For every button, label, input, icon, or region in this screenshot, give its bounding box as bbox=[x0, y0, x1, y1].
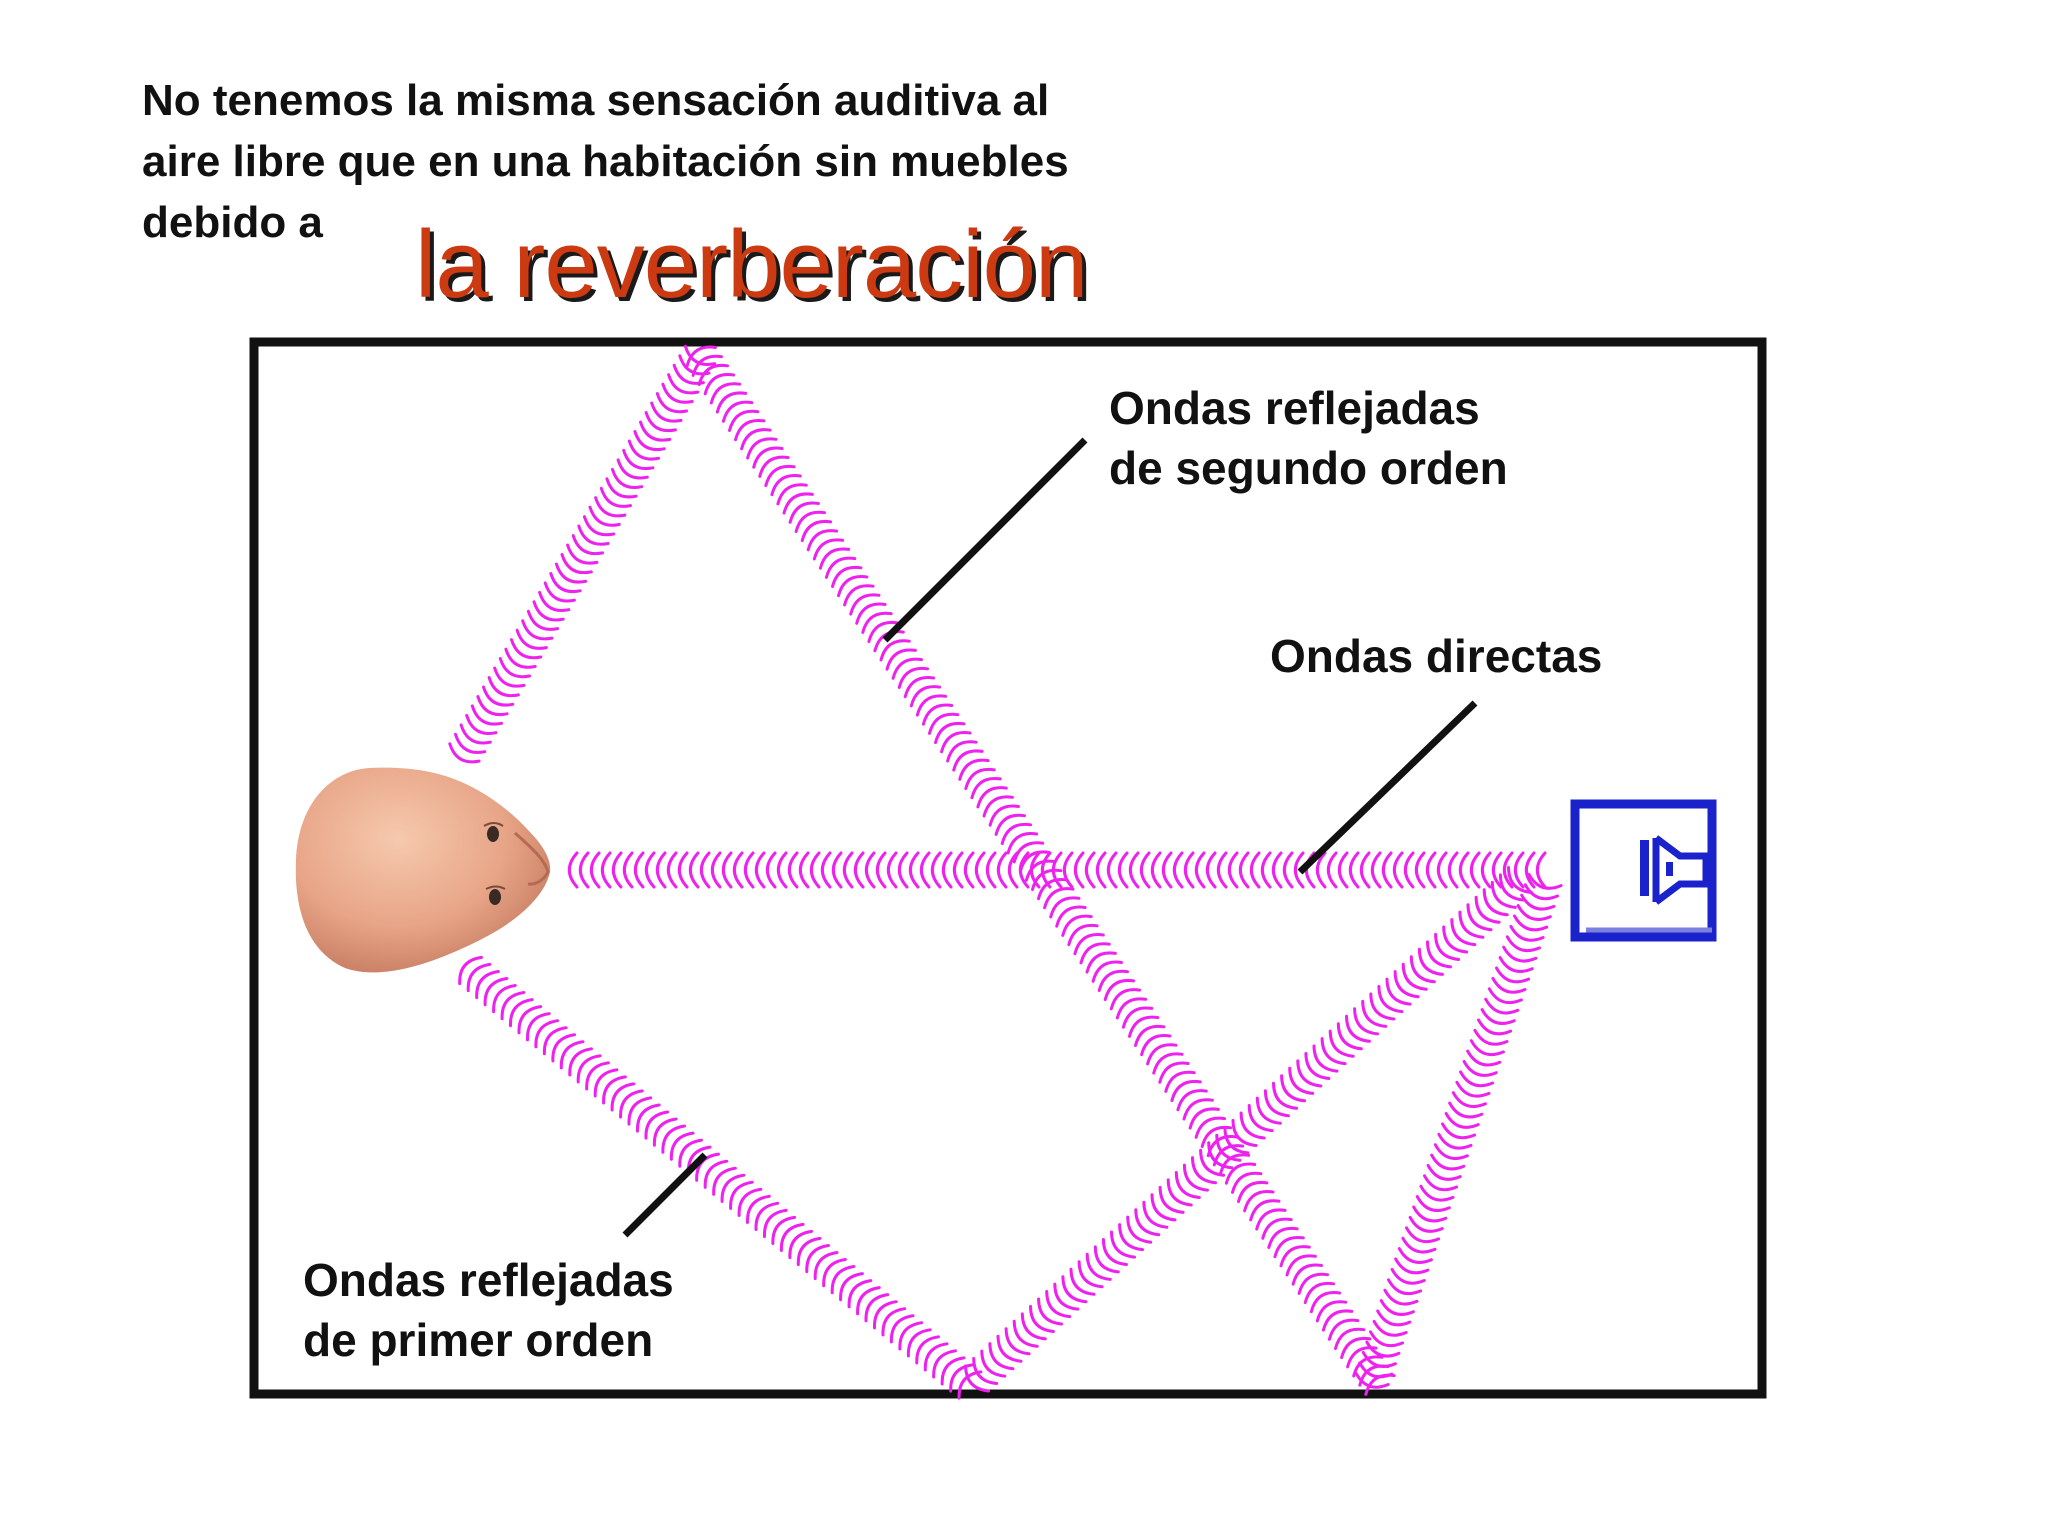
leader-line-direct bbox=[1297, 700, 1478, 875]
head-icon bbox=[295, 767, 551, 973]
intro-line-1: No tenemos la misma sensación auditiva a… bbox=[142, 76, 1050, 125]
label-first-order: Ondas reflejadas de primer orden bbox=[303, 1250, 674, 1370]
room-frame bbox=[249, 337, 1767, 1399]
label-second-order-line-2: de segundo orden bbox=[1109, 442, 1508, 494]
wave-second-order-2 bbox=[448, 344, 717, 764]
sound-waves bbox=[448, 344, 1563, 1400]
wave-direct bbox=[567, 851, 1547, 889]
label-first-order-line-1: Ondas reflejadas bbox=[303, 1254, 674, 1306]
label-second-order-line-1: Ondas reflejadas bbox=[1109, 382, 1480, 434]
label-second-order: Ondas reflejadas de segundo orden bbox=[1109, 378, 1508, 498]
label-first-order-line-2: de primer orden bbox=[303, 1314, 654, 1366]
leader-line-first-order bbox=[622, 1152, 708, 1238]
speaker-icon bbox=[1570, 799, 1717, 942]
wave-first-order-2 bbox=[458, 955, 983, 1400]
wave-second-order-1 bbox=[685, 345, 1396, 1396]
slide-title: la reverberación bbox=[415, 211, 1088, 318]
intro-line-2: aire libre que en una habitación sin mue… bbox=[142, 137, 1069, 186]
intro-text: No tenemos la misma sensación auditiva a… bbox=[142, 70, 1342, 253]
label-direct: Ondas directas bbox=[1270, 630, 1603, 682]
intro-line-3: debido a bbox=[142, 198, 323, 247]
leader-line-second-order bbox=[882, 437, 1088, 643]
wave-second-order-3 bbox=[1354, 872, 1563, 1389]
wave-first-order-1 bbox=[964, 866, 1533, 1393]
